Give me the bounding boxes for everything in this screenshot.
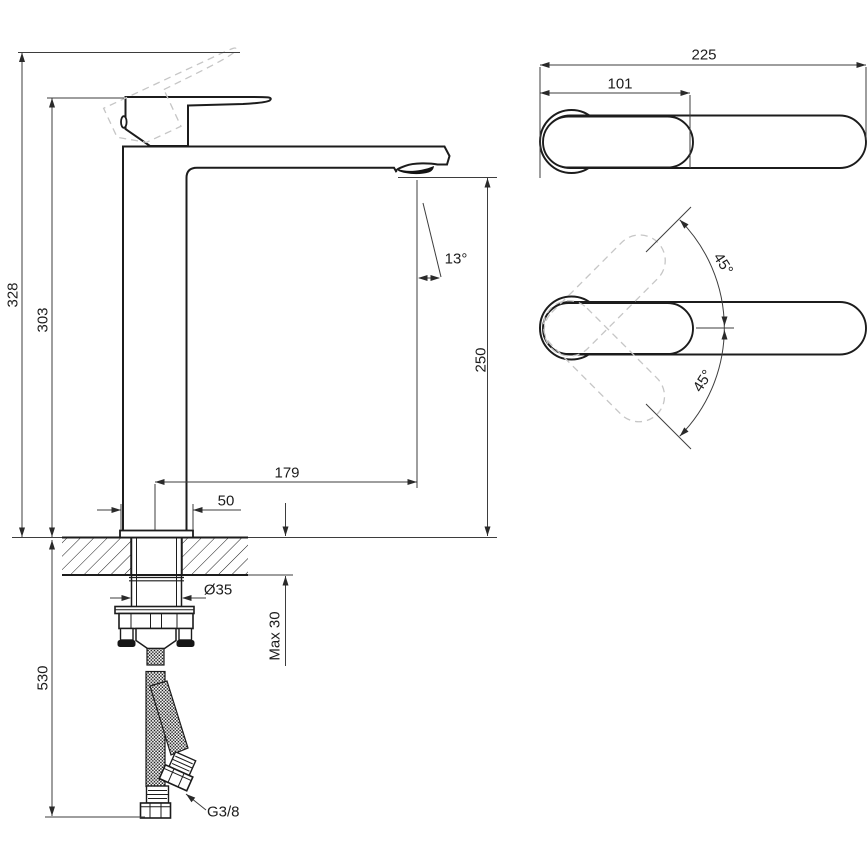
stud-bolt-right	[178, 627, 193, 641]
stud-bolt-left	[119, 627, 134, 641]
dim-hole-diameter: Ø35	[204, 582, 232, 599]
dim-handle-swing-down: 45°	[690, 367, 717, 395]
dim-spout-clearance: 250	[473, 347, 490, 372]
mounting-hardware	[114, 537, 195, 666]
handle-lever	[124, 95, 272, 147]
supply-hoses	[139, 670, 197, 819]
handle-top-outline	[542, 115, 694, 169]
top-view-dimensions: 225 101	[539, 47, 867, 178]
dim-overall-height: 328	[5, 282, 22, 307]
hose-nut-right	[158, 763, 194, 792]
side-view: 328 303 530 50 179 250 13° Ø35 Max 30 G3…	[5, 47, 497, 821]
base-plate	[119, 529, 194, 539]
handle-swung-down-dashed	[542, 300, 666, 423]
dim-deck-thickness: Max 30	[267, 611, 284, 660]
side-view-dimensions: 328 303 530 50 179 250 13° Ø35 Max 30 G3…	[5, 52, 497, 821]
dim-below-deck-length: 530	[35, 665, 52, 690]
dim-overall-length: 225	[691, 47, 716, 64]
countertop-hatch-right	[182, 538, 248, 575]
faucet-body-outline	[122, 145, 451, 532]
aerator	[398, 166, 434, 175]
hose-neck	[146, 647, 165, 666]
countertop-hatch-left	[62, 538, 131, 575]
dim-spout-reach: 179	[274, 465, 299, 482]
hose-nut-left	[139, 802, 172, 819]
dim-base-width: 50	[218, 493, 235, 510]
dim-spout-angle: 13°	[445, 251, 468, 268]
hose-connector	[135, 627, 177, 650]
spout-angle-line	[422, 202, 442, 278]
handle-swung-up-dashed	[543, 234, 666, 357]
stud-foot-right	[176, 640, 195, 647]
dim-handle-swing-up: 45°	[710, 250, 737, 278]
hose-end-left	[139, 785, 172, 819]
supply-hose-right	[149, 680, 189, 756]
handle-indicator-dot	[120, 115, 128, 129]
dim-body-length: 101	[607, 76, 632, 93]
stud-foot-left	[117, 640, 136, 647]
top-view-plan: 225 101	[539, 47, 867, 178]
countertop	[62, 536, 248, 576]
top-view-handle-swing: 45° 45°	[539, 206, 867, 450]
dim-connection-thread: G3/8	[207, 804, 240, 821]
dim-height-to-spout: 303	[35, 307, 52, 332]
hose-end-right	[158, 750, 197, 792]
faucet-body	[102, 47, 451, 539]
mounting-nut	[118, 612, 194, 630]
handle-top-outline-2	[542, 302, 694, 355]
